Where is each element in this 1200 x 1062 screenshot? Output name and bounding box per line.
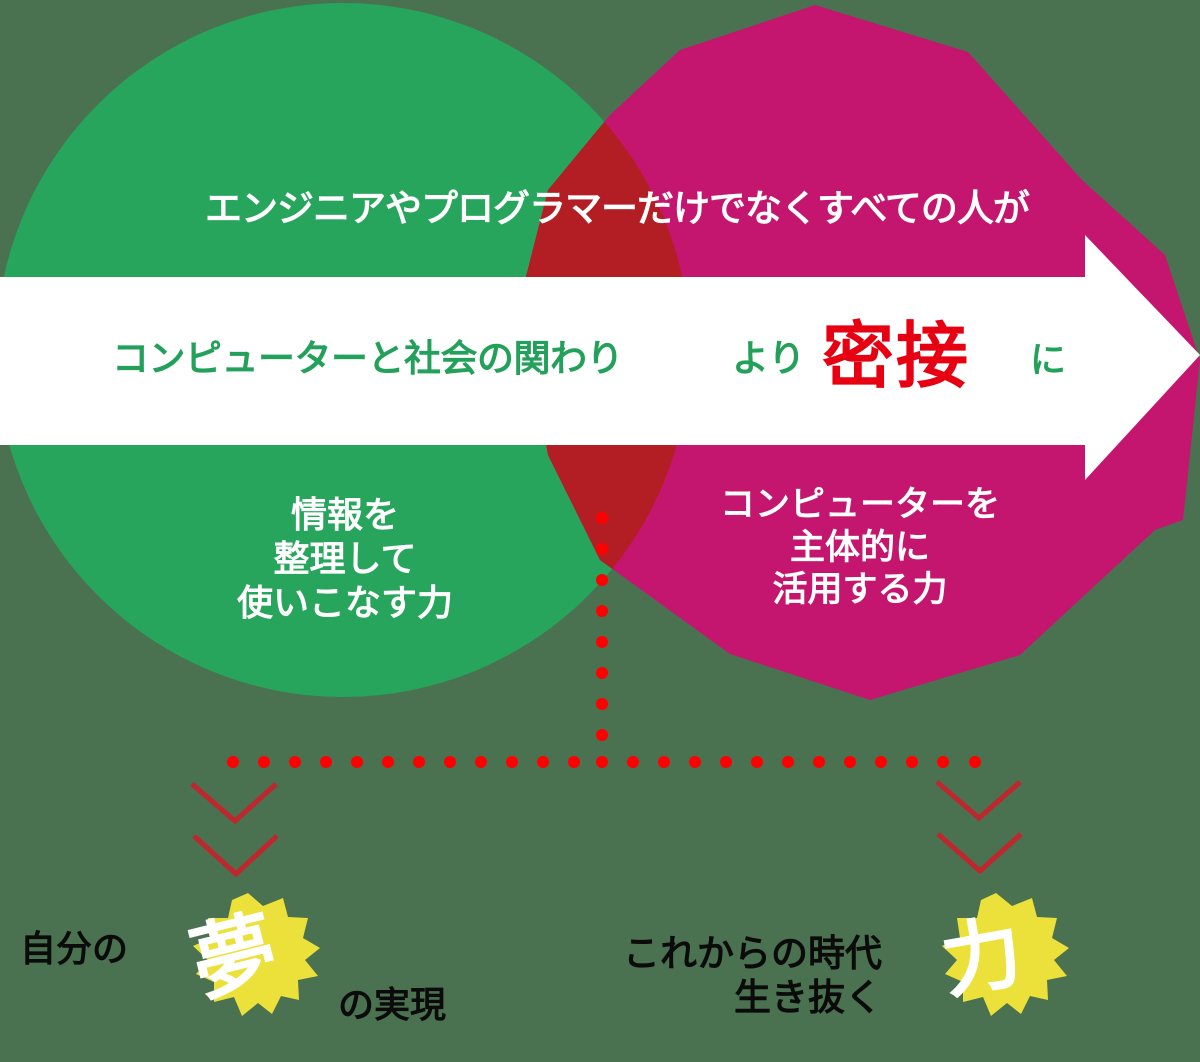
- power-badge-text: 力: [934, 904, 1030, 1011]
- power-prefix-text: これからの時代 生き抜く: [620, 932, 882, 1021]
- vertical-dotted-line: [596, 512, 608, 741]
- left-skill-line: 整理して: [273, 538, 417, 580]
- right-skill-line: コンピューターを: [720, 485, 1001, 525]
- left-skill-label: 情報を 整理して 使いこなす力: [220, 494, 470, 626]
- right-skill-line: 主体的に: [789, 527, 930, 568]
- right-chevron-down-icon: [935, 780, 1023, 875]
- subject-line: エンジニアやプログラマーだけでなくすべての人が: [205, 187, 1030, 230]
- left-skill-line: 使いこなす力: [236, 582, 453, 624]
- dream-suffix-text: の実現: [338, 985, 447, 1026]
- right-skill-line: 活用する力: [772, 570, 948, 611]
- arrow-main-text: コンピューターと社会の関わり: [112, 337, 624, 380]
- dream-starburst-icon: [193, 893, 320, 1016]
- arrow-connector-text: より: [732, 337, 806, 380]
- horizontal-dotted-line: [227, 756, 981, 768]
- arrow-suffix-text: に: [1030, 340, 1067, 381]
- dream-prefix-text: 自分の: [20, 929, 129, 970]
- arrow-emphasis-text: 密接: [822, 314, 971, 398]
- power-starburst-icon: [942, 893, 1069, 1016]
- power-prefix-line: 生き抜く: [734, 976, 882, 1020]
- right-skill-label: コンピューターを 主体的に 活用する力: [720, 484, 1000, 612]
- power-prefix-line: これからの時代: [623, 932, 882, 975]
- left-skill-line: 情報を: [290, 495, 399, 536]
- left-chevron-down-icon: [190, 782, 279, 878]
- big-arrow: [0, 235, 1200, 480]
